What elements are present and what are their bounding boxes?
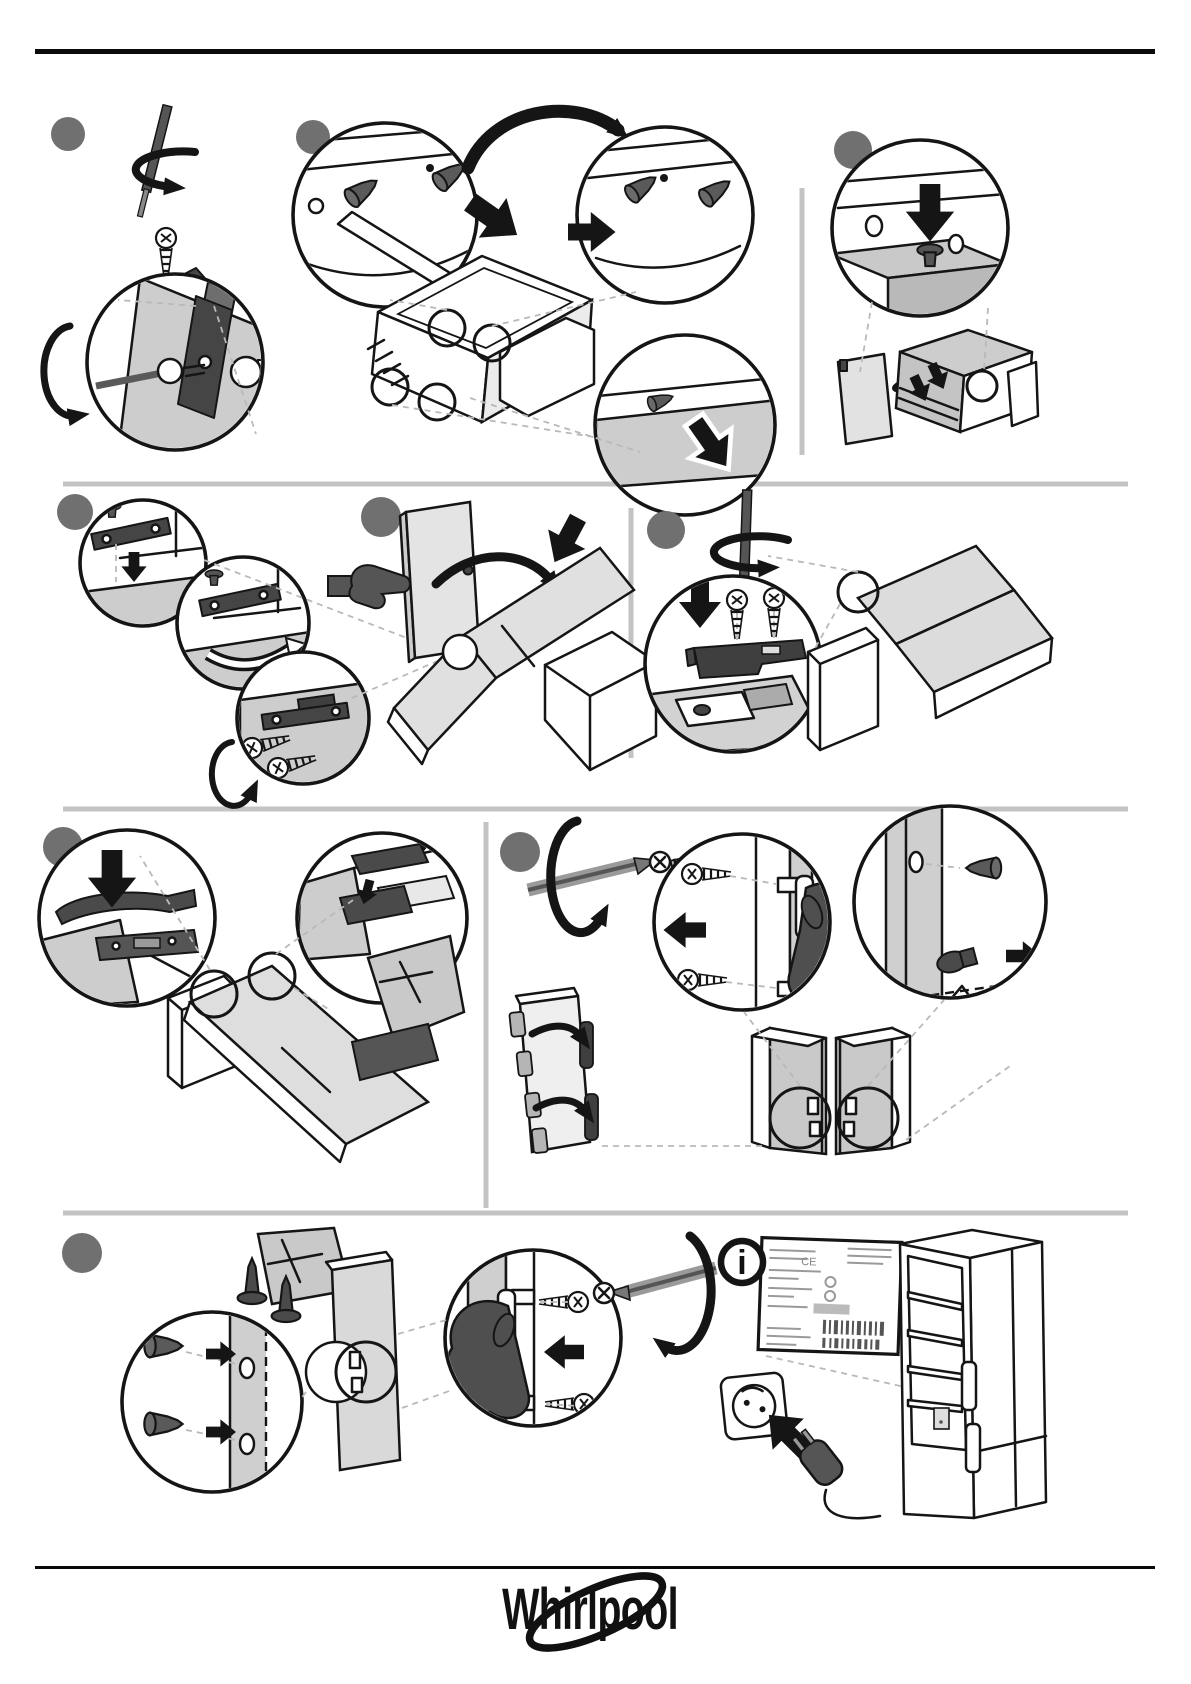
cabinet-laid-down	[806, 544, 1054, 752]
door-panel	[304, 1250, 402, 1472]
magnifier-detail	[447, 1252, 596, 1424]
step-marker	[361, 497, 401, 537]
step-marker	[500, 832, 540, 872]
magnifier-detail	[597, 376, 773, 490]
refrigerator	[898, 1228, 1048, 1520]
detail-circle	[247, 951, 297, 1001]
rotation-arrow-icon	[208, 739, 258, 809]
screwdriver-icon	[136, 103, 173, 218]
rotation-arrow-icon	[40, 322, 90, 427]
two-refrigerators	[750, 1026, 912, 1156]
screwdriver-icon	[526, 850, 672, 897]
rating-plate-location	[933, 1407, 950, 1430]
rotation-arrow-icon	[131, 147, 199, 196]
curved-arrow-icon	[461, 104, 630, 175]
cabinet-laid-down	[386, 546, 658, 772]
cover-flap	[350, 1022, 440, 1082]
info-badge-letter: i	[737, 1244, 746, 1282]
info-icon	[717, 1237, 767, 1287]
step-marker	[647, 511, 685, 549]
step-1-panel	[40, 103, 265, 452]
magnifier-detail	[239, 680, 367, 782]
step-9-panel	[62, 1226, 718, 1494]
crisper-box	[366, 254, 596, 425]
rotation-arrow-icon	[652, 1231, 716, 1358]
step-marker	[57, 494, 93, 530]
step-3-panel	[830, 131, 1040, 446]
fridge-handle	[960, 1360, 978, 1412]
power-cord	[823, 1488, 882, 1520]
step-5-panel	[327, 497, 658, 772]
screwdriver-icon	[592, 1261, 718, 1305]
hand-icon	[327, 564, 411, 610]
rating-plate: CE	[756, 1235, 904, 1357]
pivot-circle	[441, 633, 479, 671]
cover-flap	[836, 352, 894, 446]
step-marker	[62, 1233, 102, 1273]
magnifier-detail	[834, 166, 1006, 314]
magnifier-detail	[663, 836, 828, 1008]
magnifier-circle	[575, 125, 755, 305]
crisper-box	[894, 328, 1040, 434]
cabinet-laid-down	[166, 951, 431, 1164]
magnifier-detail	[95, 276, 261, 448]
door-with-handles	[508, 986, 599, 1154]
curved-arrow-icon	[431, 552, 561, 594]
magnifier-detail	[143, 1314, 268, 1490]
info-panel: CE i	[717, 1228, 1048, 1520]
magnifier-detail	[856, 808, 1041, 996]
step-6-panel	[643, 489, 1054, 754]
magnifier-detail	[179, 563, 307, 687]
rotation-arrow-icon	[709, 532, 792, 578]
bottom-rule	[35, 1566, 1155, 1569]
power-plug-icon	[790, 1428, 844, 1486]
detail-circle	[189, 969, 239, 1019]
screw-icon	[154, 226, 178, 279]
freezer-handle	[964, 1422, 982, 1474]
top-rule	[35, 49, 1155, 54]
detail-circle	[836, 1086, 900, 1150]
detail-circle	[768, 1086, 832, 1150]
step-7-panel	[37, 827, 469, 1164]
step-8-panel	[500, 804, 1048, 1156]
step-marker	[296, 120, 330, 154]
logo-text: Whirlpool	[502, 1577, 678, 1642]
rotation-arrow-icon	[546, 816, 609, 938]
step-4-panel	[57, 494, 441, 809]
plug-pin-icon	[236, 1257, 268, 1306]
cloth-icon	[366, 934, 466, 1042]
magnifier-circle	[120, 1310, 304, 1494]
whirlpool-logo: Whirlpool	[400, 1576, 780, 1676]
step-marker	[51, 117, 85, 151]
step-2-panel	[291, 104, 777, 517]
ce-mark: CE	[801, 1256, 817, 1269]
